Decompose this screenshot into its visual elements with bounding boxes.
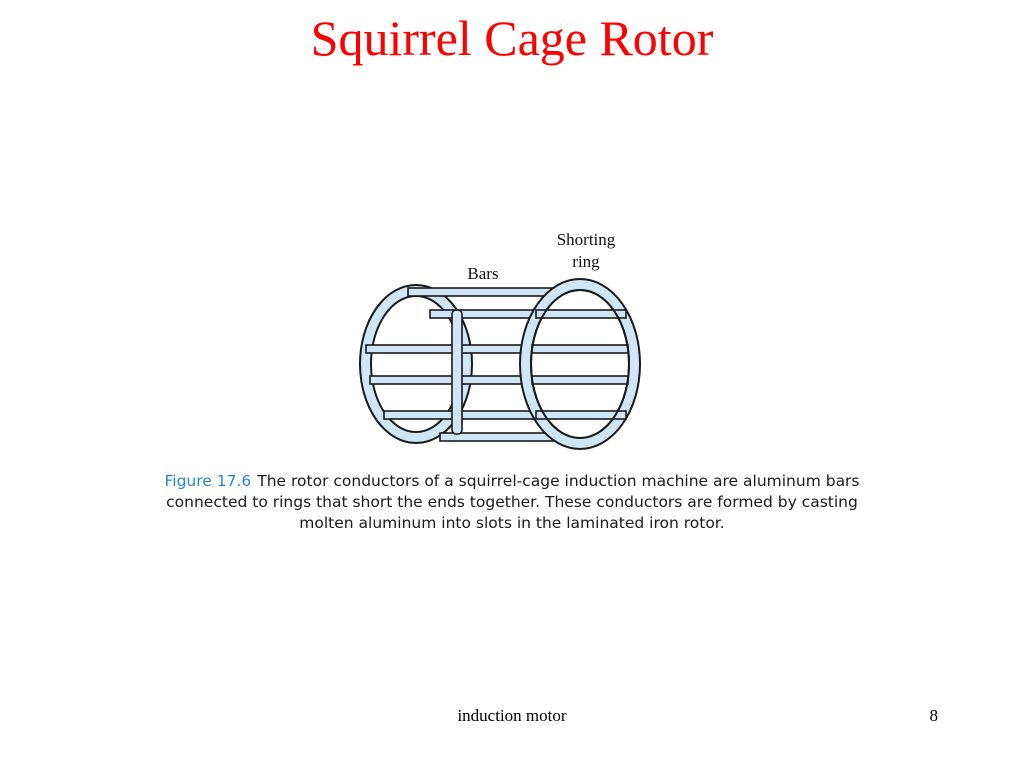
bars-label: Bars bbox=[467, 264, 498, 283]
shorting-ring-label-line2: ring bbox=[572, 252, 600, 271]
page-number: 8 bbox=[929, 706, 939, 725]
squirrel-cage-diagram: Shorting ring Bars bbox=[359, 230, 641, 450]
front-ring-inner-edge bbox=[530, 289, 630, 439]
rotor-bar-segment bbox=[531, 344, 629, 354]
bar-end-connectors bbox=[451, 309, 463, 435]
slide-title: Squirrel Cage Rotor bbox=[310, 10, 714, 66]
caption-text: The rotor conductors of a squirrel-cage … bbox=[166, 472, 860, 532]
figure-number: Figure 17.6 bbox=[164, 472, 252, 490]
front-shorting-ring bbox=[519, 278, 641, 450]
slide-footer: induction motor bbox=[457, 706, 567, 725]
shorting-ring-label-line1: Shorting bbox=[557, 230, 616, 249]
rotor-bar bbox=[407, 287, 567, 297]
squirrel-cage-figure: Shorting ring Bars bbox=[340, 222, 660, 462]
rotor-bar-segment bbox=[531, 375, 629, 385]
rotor-bar-segment bbox=[535, 309, 627, 319]
bar-end-connector bbox=[451, 309, 463, 435]
rotor-bar-segment bbox=[535, 410, 627, 420]
